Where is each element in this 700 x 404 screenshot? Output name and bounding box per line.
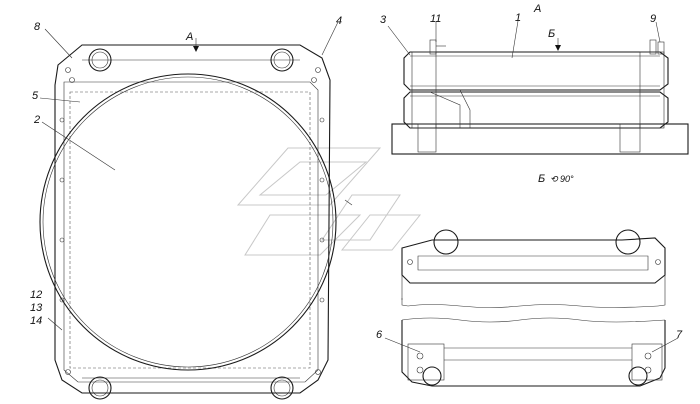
- view-a-front-label: А: [185, 31, 193, 43]
- callout-2: 2: [33, 114, 40, 126]
- view-b-rotation: ⟲ 90°: [550, 174, 574, 184]
- lower-tank: [403, 91, 669, 129]
- callout-9: 9: [650, 13, 656, 25]
- callout-7: 7: [676, 329, 683, 341]
- mount-boss-top-right: [270, 48, 294, 72]
- side-leaders: [387, 20, 661, 59]
- view-b-lower-frame: [384, 317, 679, 387]
- callout-6: 6: [376, 329, 383, 341]
- view-b-title: Б: [538, 173, 545, 185]
- upper-tank: [403, 51, 669, 91]
- side-view-a: [391, 38, 689, 155]
- mount-boss-top-left: [88, 48, 112, 72]
- radiator-frame-inner: [63, 81, 319, 383]
- callout-4: 4: [336, 15, 342, 27]
- front-view: [39, 38, 337, 400]
- side-rail-holes: [59, 67, 325, 375]
- mount-boss-bottom-right: [270, 376, 294, 400]
- callout-1: 1: [515, 12, 521, 24]
- view-b-upper-frame: [401, 229, 666, 308]
- radiator-frame-outer: [54, 44, 331, 394]
- fan-shroud-ring: [39, 73, 337, 371]
- callout-11: 11: [430, 13, 441, 25]
- callout-3: 3: [380, 14, 387, 26]
- callout-12: 12: [30, 289, 42, 301]
- callout-13: 13: [30, 302, 43, 314]
- view-b-side-label: Б: [548, 28, 555, 40]
- callout-5: 5: [32, 90, 39, 102]
- view-a-side-label: А: [533, 3, 541, 15]
- front-leaders: [39, 21, 353, 331]
- mount-boss-bottom-left: [88, 376, 112, 400]
- callout-8: 8: [34, 21, 41, 33]
- radiator-core: [69, 91, 311, 369]
- watermark-logo: [236, 147, 422, 256]
- callout-14: 14: [30, 315, 42, 327]
